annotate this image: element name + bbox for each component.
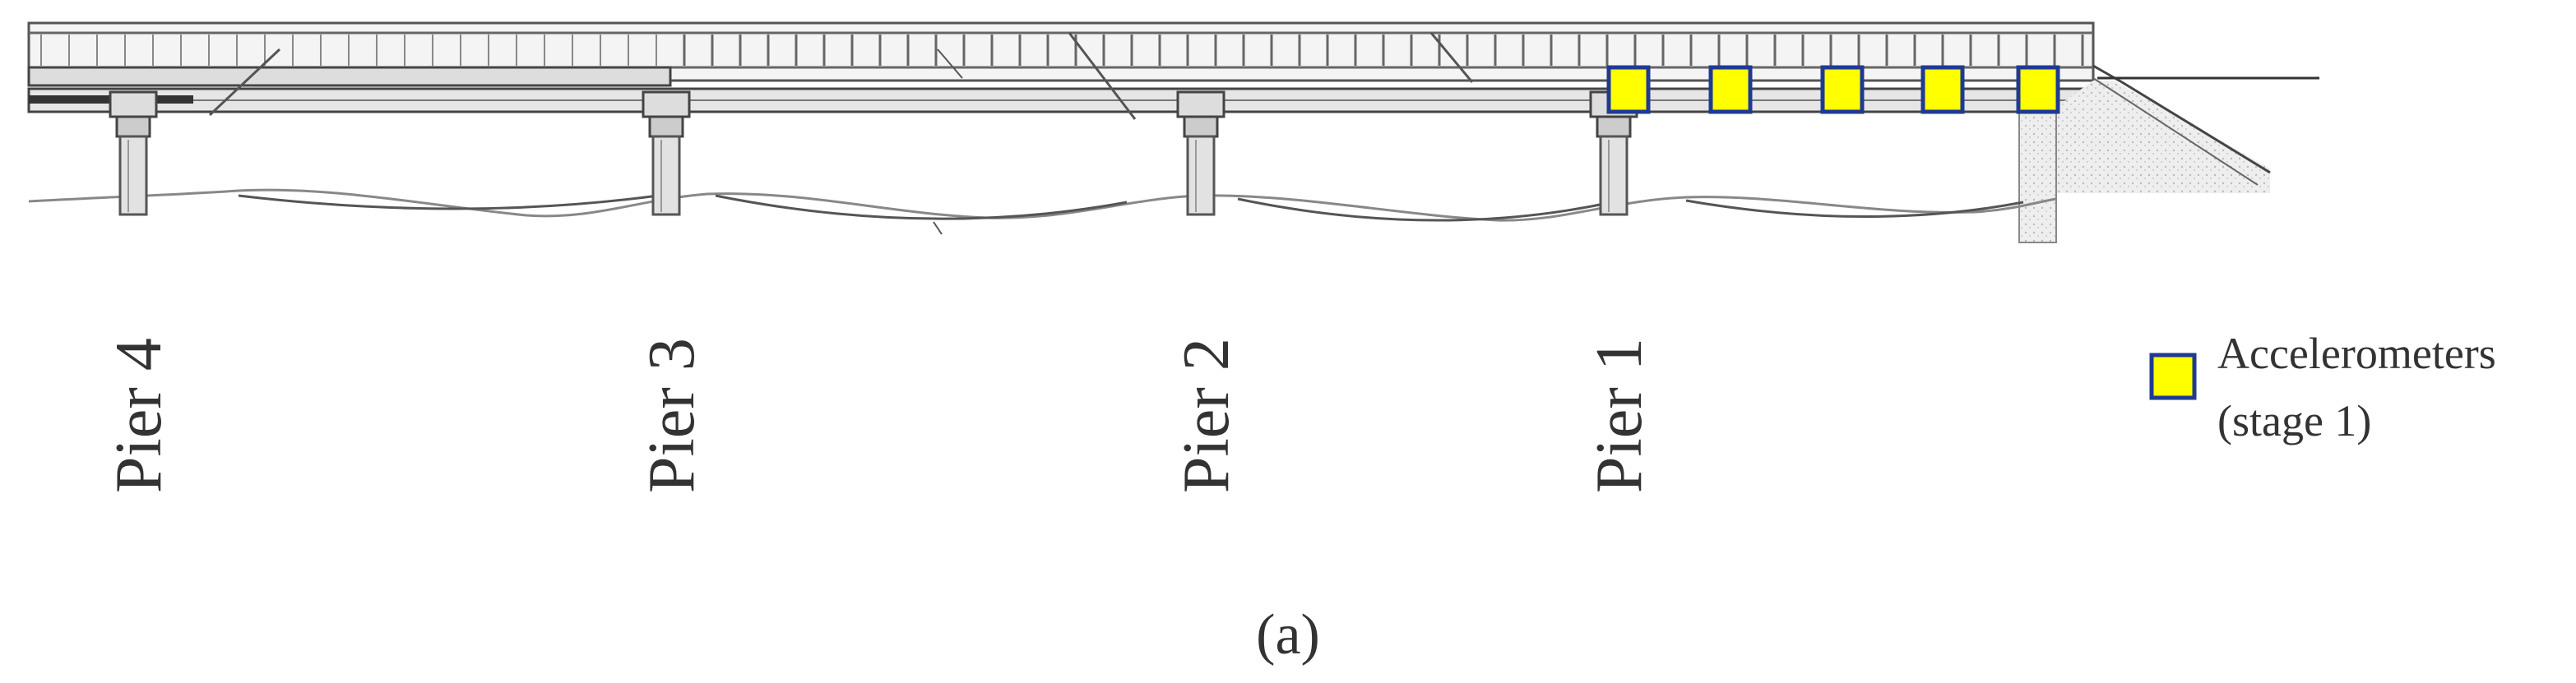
panel-label: (a) xyxy=(1256,603,1320,667)
ground-profile xyxy=(28,188,2057,235)
accelerometer-marker-4 xyxy=(1920,65,1965,114)
pier-1-label: Pier 1 xyxy=(1583,338,1656,493)
accelerometer-marker-1 xyxy=(1606,65,1651,114)
pier-3-column xyxy=(642,90,691,216)
accelerometer-marker-3 xyxy=(1820,65,1865,114)
pier-3-label: Pier 3 xyxy=(636,338,708,493)
accelerometer-marker-2 xyxy=(1708,65,1753,114)
accelerometer-legend-swatch xyxy=(2149,353,2197,400)
pier-4-label: Pier 4 xyxy=(103,338,175,493)
legend: Accelerometers (stage 1) xyxy=(2149,329,2496,445)
legend-line-1: Accelerometers xyxy=(2217,329,2496,378)
accelerometer-markers xyxy=(1606,65,2060,114)
pier-2-label: Pier 2 xyxy=(1170,338,1243,493)
legend-line-2: (stage 1) xyxy=(2217,396,2371,445)
bridge-deck xyxy=(27,21,2095,120)
accelerometer-marker-5 xyxy=(2016,65,2060,114)
railing-posts xyxy=(40,35,2084,66)
pier-2-column xyxy=(1176,90,1225,216)
pier-4-column xyxy=(109,90,158,216)
abutment xyxy=(2018,64,2319,243)
